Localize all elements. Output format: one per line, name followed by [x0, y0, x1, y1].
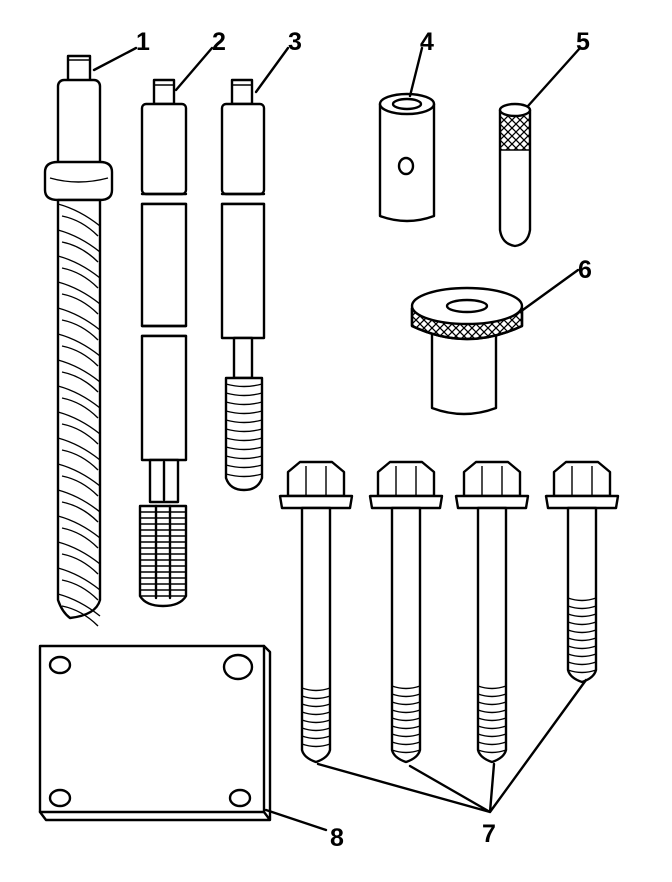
callout-1: 1: [136, 28, 150, 56]
bolt-set: [278, 460, 620, 764]
guide-plate: [38, 644, 272, 822]
callout-2: 2: [212, 28, 226, 56]
bolt: [454, 460, 530, 764]
bolt: [544, 460, 620, 684]
drill-bit: [43, 54, 114, 627]
callout-7: 7: [482, 820, 496, 848]
sleeve: [378, 92, 436, 223]
callout-5: 5: [576, 28, 590, 56]
callout-labels: 1 2 3 4 5 6 7 8: [136, 28, 592, 852]
knurled-pin: [498, 102, 532, 248]
bolt: [368, 460, 444, 764]
knurled-bushing: [410, 286, 524, 416]
callout-4: 4: [420, 28, 434, 56]
tap-tool: [138, 78, 188, 608]
leader-lines: [92, 46, 588, 832]
bolt: [278, 460, 354, 764]
callout-6: 6: [578, 256, 592, 284]
callout-8: 8: [330, 824, 344, 852]
thread-insert-tool: [220, 78, 266, 492]
callout-3: 3: [288, 28, 302, 56]
